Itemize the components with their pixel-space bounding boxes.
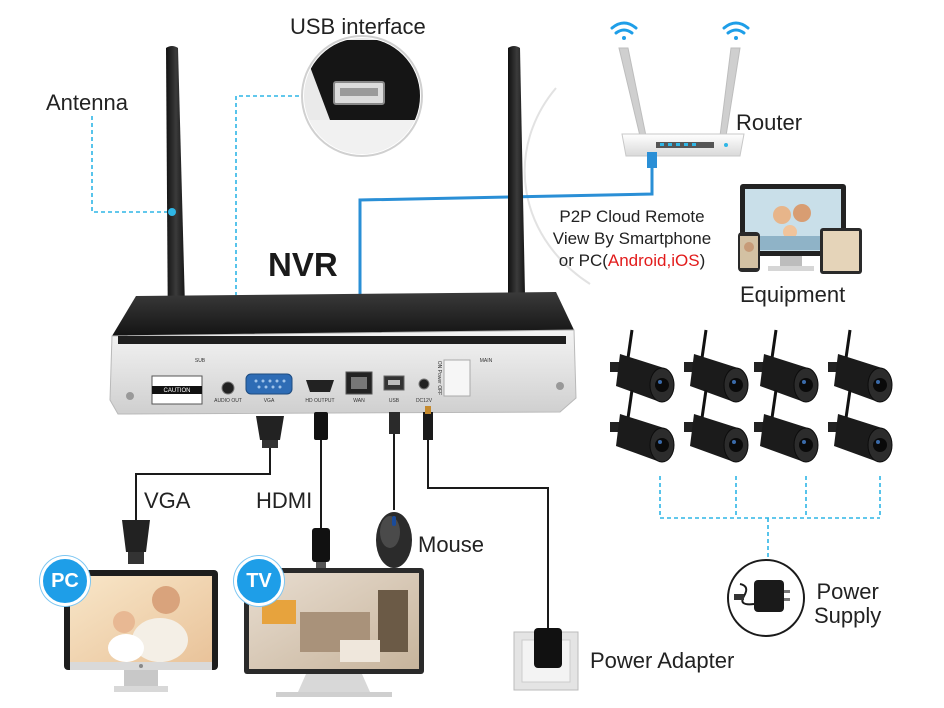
label-mouse: Mouse <box>418 532 485 557</box>
power-supply-line1: Power <box>816 579 879 604</box>
camera-icon <box>754 389 819 463</box>
label-power-adapter: Power Adapter <box>590 648 735 673</box>
dashed-connectors <box>91 95 881 560</box>
tv-badge: TV <box>234 556 284 606</box>
label-hdmi: HDMI <box>256 488 313 513</box>
label-usb-interface: USB interface <box>290 14 426 39</box>
power-supply-icon <box>727 559 805 637</box>
antenna-dot <box>168 208 176 216</box>
pc-badge: PC <box>40 556 90 606</box>
wifi-icon <box>722 21 750 40</box>
camera-icon <box>684 329 749 403</box>
label-p2p: P2P Cloud Remote View By Smartphone or P… <box>534 206 730 272</box>
wifi-icon <box>610 21 638 40</box>
equipment-devices <box>738 184 862 274</box>
camera-icon <box>828 329 893 403</box>
antenna-icon <box>618 47 647 137</box>
power-adapter-icon <box>513 628 579 691</box>
router <box>610 21 750 157</box>
power-supply-line2: Supply <box>814 603 882 628</box>
label-antenna: Antenna <box>46 90 128 115</box>
label-port-wan: WAN <box>353 398 365 404</box>
p2p-line3: or PC(Android,iOS) <box>534 250 730 272</box>
p2p-line3-highlight: Android,iOS <box>607 251 700 270</box>
nvr-device: CAUTION SUB AUDIO OUT VGA HD OUTPUT WAN … <box>109 292 577 415</box>
camera-icon <box>610 389 675 463</box>
label-vga: VGA <box>144 488 191 513</box>
label-power-supply: Power Supply <box>814 580 881 628</box>
label-router: Router <box>736 110 803 135</box>
p2p-line3-suffix: ) <box>699 251 706 270</box>
label-port-audio: AUDIO OUT <box>214 398 242 404</box>
label-equipment: Equipment <box>740 282 846 307</box>
camera-icon <box>754 329 819 403</box>
label-port-vga: VGA <box>264 398 275 404</box>
p2p-line3-prefix: or PC( <box>558 251 608 270</box>
camera-icon <box>828 389 893 463</box>
label-port-hd: HD OUTPUT <box>305 398 334 404</box>
lan-cable <box>358 156 654 340</box>
label-caution: CAUTION <box>164 388 191 394</box>
p2p-line1: P2P Cloud Remote <box>559 207 705 226</box>
pc-monitor-icon <box>64 570 218 692</box>
mouse-icon <box>376 512 412 568</box>
label-nvr: NVR <box>268 246 338 283</box>
wireless-arc <box>523 87 591 285</box>
camera-icon <box>684 389 749 463</box>
label-power-switch: ON Power OFF <box>436 361 442 395</box>
tv-monitor-icon <box>244 568 424 697</box>
label-port-dc: DC12V <box>416 398 433 404</box>
camera-icon <box>610 329 675 403</box>
p2p-line2: View By Smartphone <box>552 229 712 248</box>
camera-group <box>610 329 893 463</box>
label-port-sub: SUB <box>195 358 206 364</box>
label-port-usb: USB <box>389 398 400 404</box>
label-port-main: MAIN <box>480 358 493 364</box>
usb-interface-callout <box>301 35 423 157</box>
nvr-cables <box>135 434 549 628</box>
